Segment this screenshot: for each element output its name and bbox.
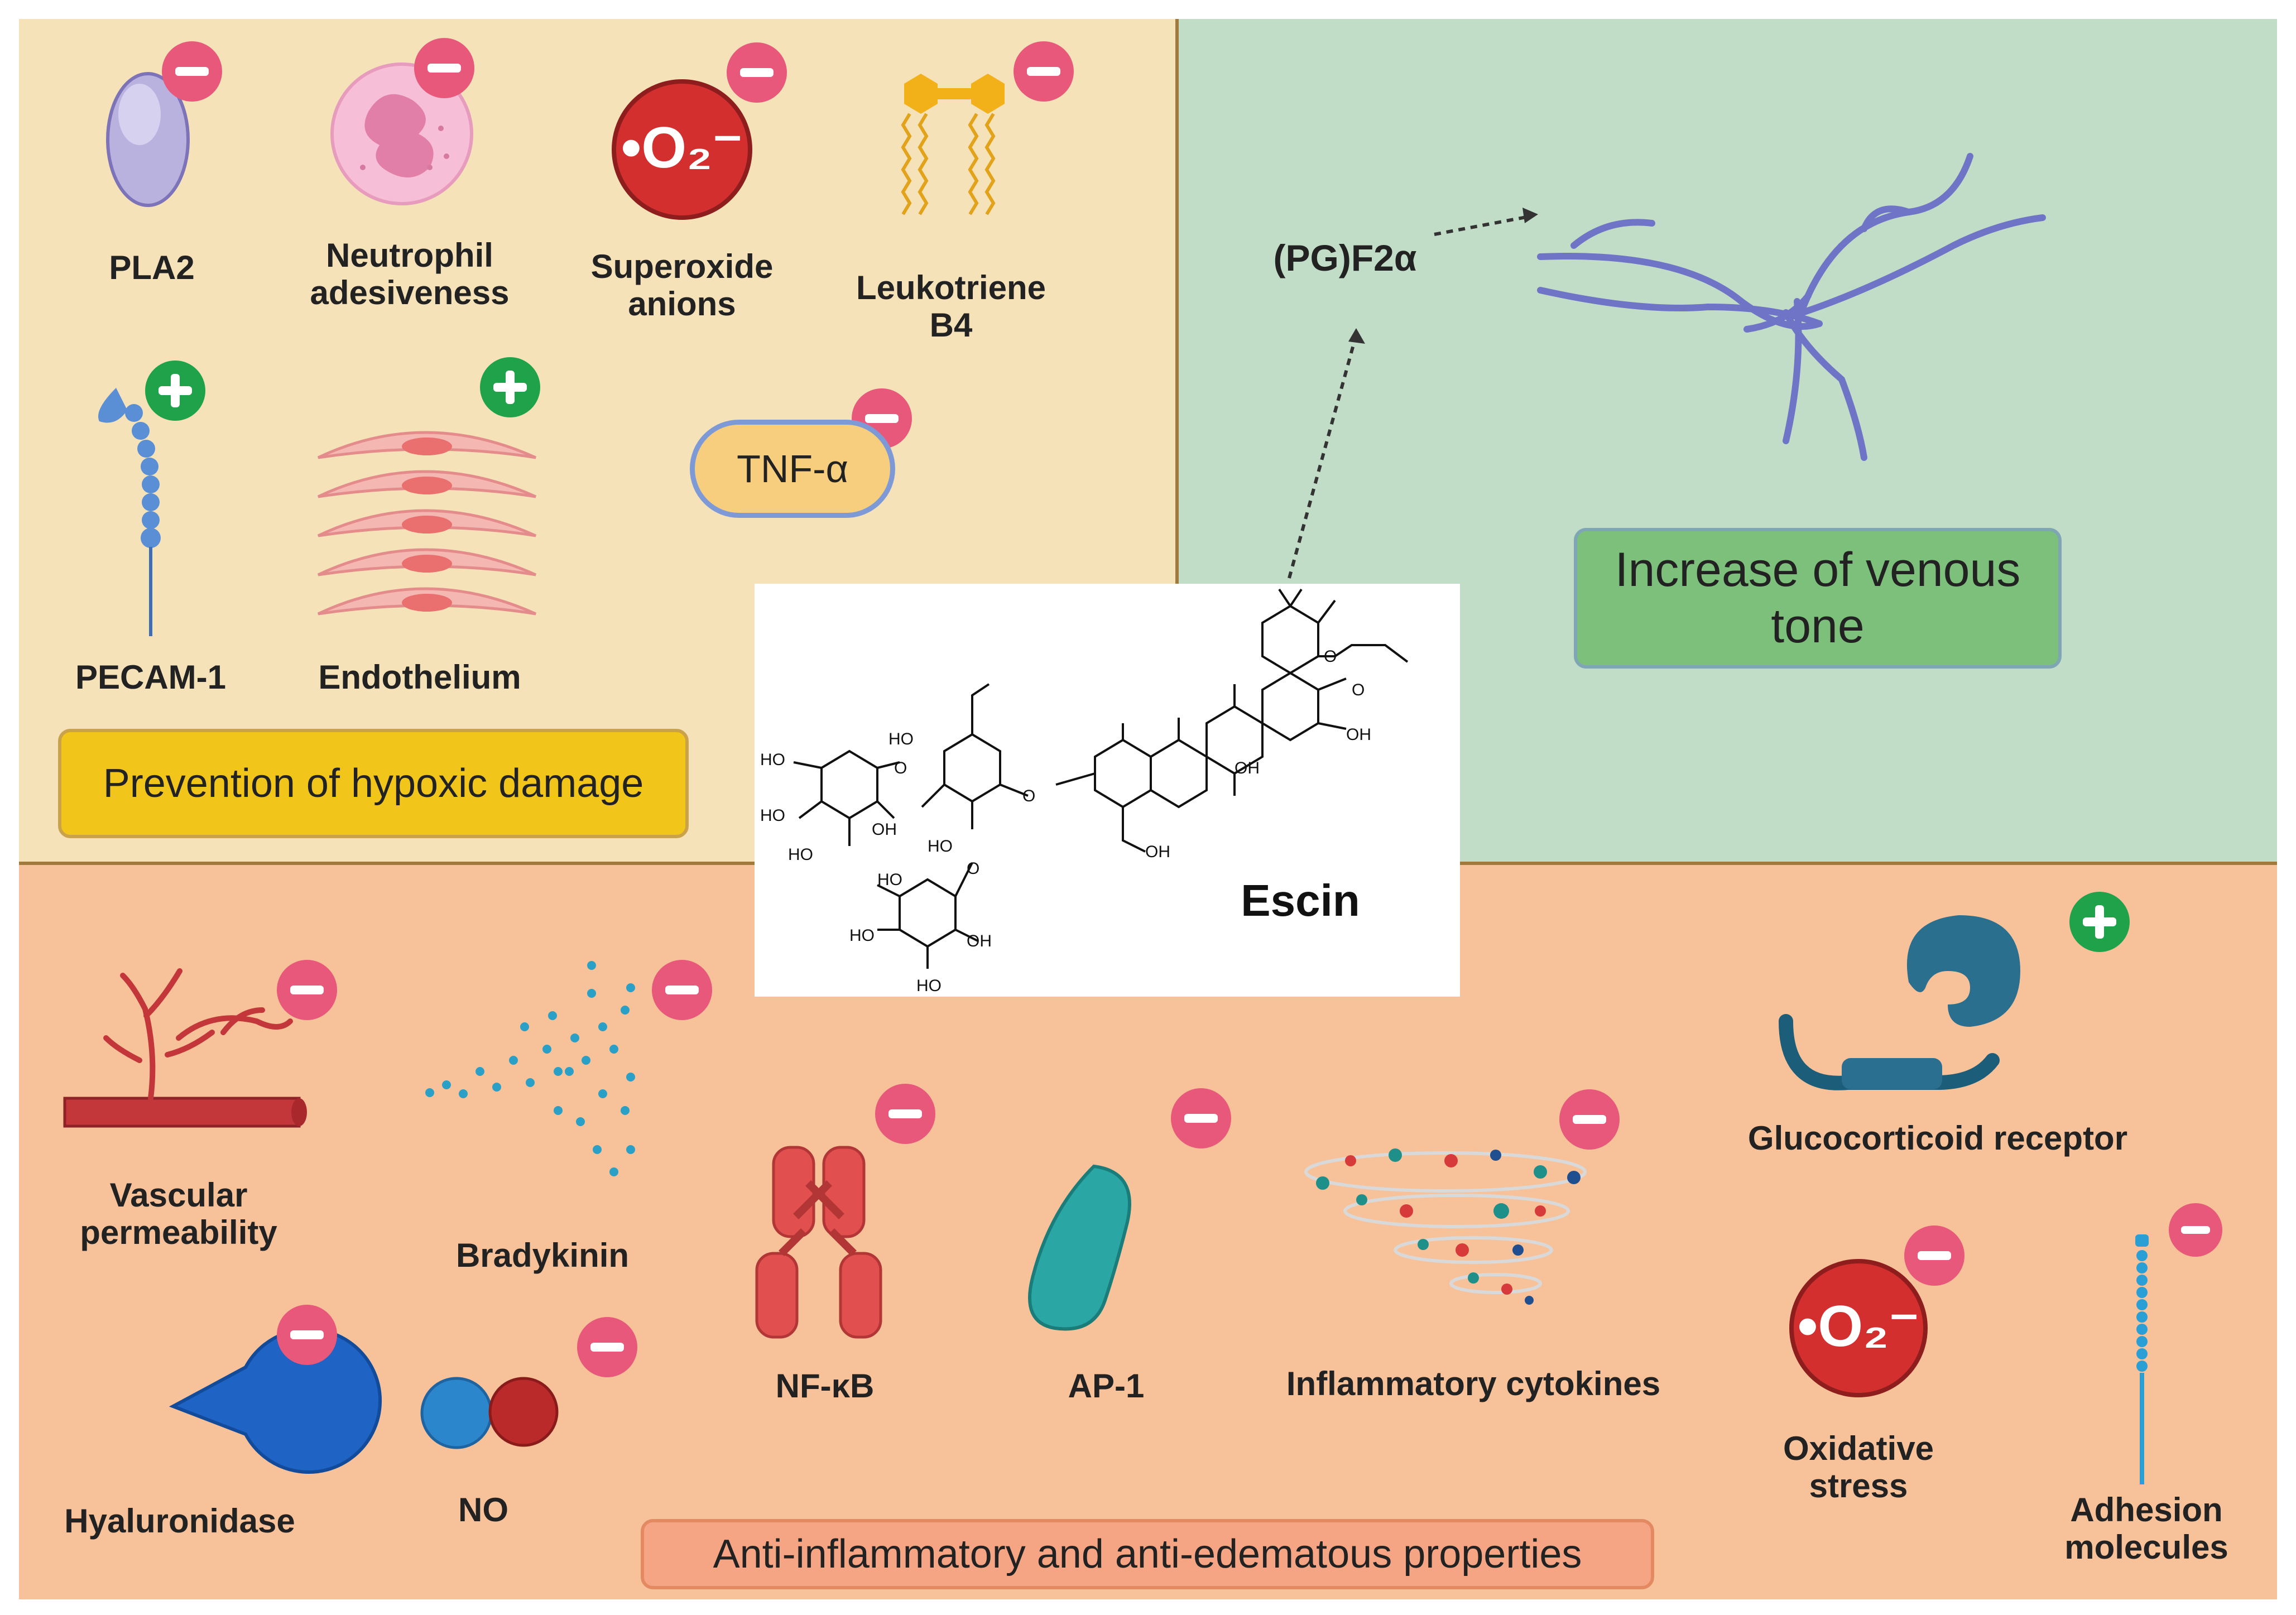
minus-badge-icon — [277, 1305, 337, 1365]
escin-structure-box: HO HO HO OH O HO HO O HO HO HO OH O OH O… — [755, 584, 1460, 997]
arrowhead-icon — [1522, 208, 1538, 223]
svg-text:O: O — [1324, 647, 1337, 666]
svg-text:OH: OH — [1235, 759, 1260, 777]
leukotriene-label: Leukotriene B4 — [856, 269, 1046, 344]
escin-label: Escin — [1241, 876, 1360, 925]
minus-badge-icon — [162, 41, 222, 102]
vascular-permeability-label: Vascular permeability — [80, 1176, 277, 1252]
svg-text:OH: OH — [1145, 843, 1170, 861]
oxidative-stress-icon: •O₂⁻ — [1789, 1259, 1928, 1397]
svg-text:HO: HO — [888, 730, 914, 748]
pecam-label: PECAM-1 — [75, 659, 227, 696]
neutrophil-icon — [330, 63, 473, 205]
superoxide-icon: •O₂⁻ — [612, 79, 752, 220]
neutrophil-label: Neutrophil adesiveness — [310, 237, 510, 312]
bradykinin-icon — [425, 961, 635, 1176]
svg-text:OH: OH — [872, 820, 897, 839]
plus-badge-icon — [2069, 892, 2130, 952]
endothelium-label: Endothelium — [318, 659, 521, 696]
svg-text:HO: HO — [760, 806, 785, 825]
glucocorticoid-label: Glucocorticoid receptor — [1747, 1119, 2128, 1157]
cytokines-icon — [1304, 1148, 1587, 1305]
no-icon — [420, 1377, 559, 1449]
minus-badge-icon — [1559, 1089, 1620, 1150]
minus-badge-icon — [1171, 1088, 1231, 1148]
minus-badge-icon — [727, 42, 787, 103]
adhesion-molecules-label: Adhesion molecules — [2064, 1491, 2228, 1566]
pla2-label: PLA2 — [109, 249, 195, 286]
superoxide-label: Superoxide anions — [590, 248, 774, 323]
escin-structure-icon: HO HO HO OH O HO HO O HO HO HO OH O OH O… — [760, 588, 1409, 995]
minus-badge-icon — [875, 1084, 935, 1144]
minus-badge-icon — [652, 960, 712, 1020]
oxidative-symbol: •O₂⁻ — [1798, 1294, 1919, 1359]
plus-badge-icon — [145, 361, 205, 421]
glucocorticoid-receptor-icon — [1779, 915, 2020, 1090]
minus-badge-icon — [277, 960, 337, 1020]
hyaluronidase-label: Hyaluronidase — [64, 1502, 295, 1540]
arrow-escin-to-pg — [1288, 215, 1530, 579]
svg-text:HO: HO — [877, 871, 902, 889]
bradykinin-label: Bradykinin — [455, 1237, 630, 1274]
svg-text:OH: OH — [1346, 725, 1371, 744]
svg-text:O: O — [894, 759, 907, 777]
arrowhead-icon — [1348, 328, 1365, 344]
svg-text:HO: HO — [760, 751, 785, 769]
svg-text:HO: HO — [916, 977, 942, 995]
venous-tone-box: Increase of venous tone — [1574, 528, 2062, 669]
cytokines-label: Inflammatory cytokines — [1286, 1365, 1661, 1402]
anti-inflammatory-box: Anti-inflammatory and anti-edematous pro… — [641, 1519, 1654, 1589]
leukotriene-icon — [901, 74, 1005, 215]
ap1-label: AP-1 — [1068, 1367, 1145, 1405]
vein-icon — [1537, 153, 2046, 461]
svg-text:HO: HO — [928, 837, 953, 855]
svg-text:OH: OH — [967, 932, 992, 950]
pla2-icon — [106, 72, 190, 207]
endothelium-icon — [317, 431, 537, 616]
oxidative-stress-label: Oxidative stress — [1783, 1430, 1934, 1505]
vascular-permeability-icon — [63, 968, 307, 1128]
svg-text:O: O — [1352, 681, 1365, 699]
minus-badge-icon — [577, 1317, 637, 1377]
pecam-icon — [98, 388, 161, 636]
pgf2a-label: (PG)F2α — [1273, 237, 1417, 278]
svg-text:O: O — [1022, 787, 1035, 805]
nfkb-icon — [755, 1146, 882, 1339]
no-label: NO — [458, 1491, 508, 1529]
ap1-icon — [1028, 1164, 1131, 1331]
minus-badge-icon — [2169, 1203, 2222, 1257]
plus-badge-icon — [480, 357, 540, 417]
svg-text:HO: HO — [788, 845, 813, 864]
prevention-hypoxic-box: Prevention of hypoxic damage — [58, 729, 689, 838]
minus-badge-icon — [414, 38, 474, 98]
minus-badge-icon — [1013, 41, 1074, 102]
nfkb-label: NF-κB — [775, 1367, 875, 1405]
svg-text:O: O — [967, 859, 979, 878]
hyaluronidase-icon — [169, 1328, 382, 1474]
adhesion-molecules-icon — [2135, 1234, 2149, 1484]
minus-badge-icon — [1904, 1225, 1964, 1286]
tnf-alpha-pill: TNF-α — [690, 420, 895, 518]
svg-text:HO: HO — [849, 926, 875, 945]
superoxide-symbol: •O₂⁻ — [621, 116, 743, 180]
